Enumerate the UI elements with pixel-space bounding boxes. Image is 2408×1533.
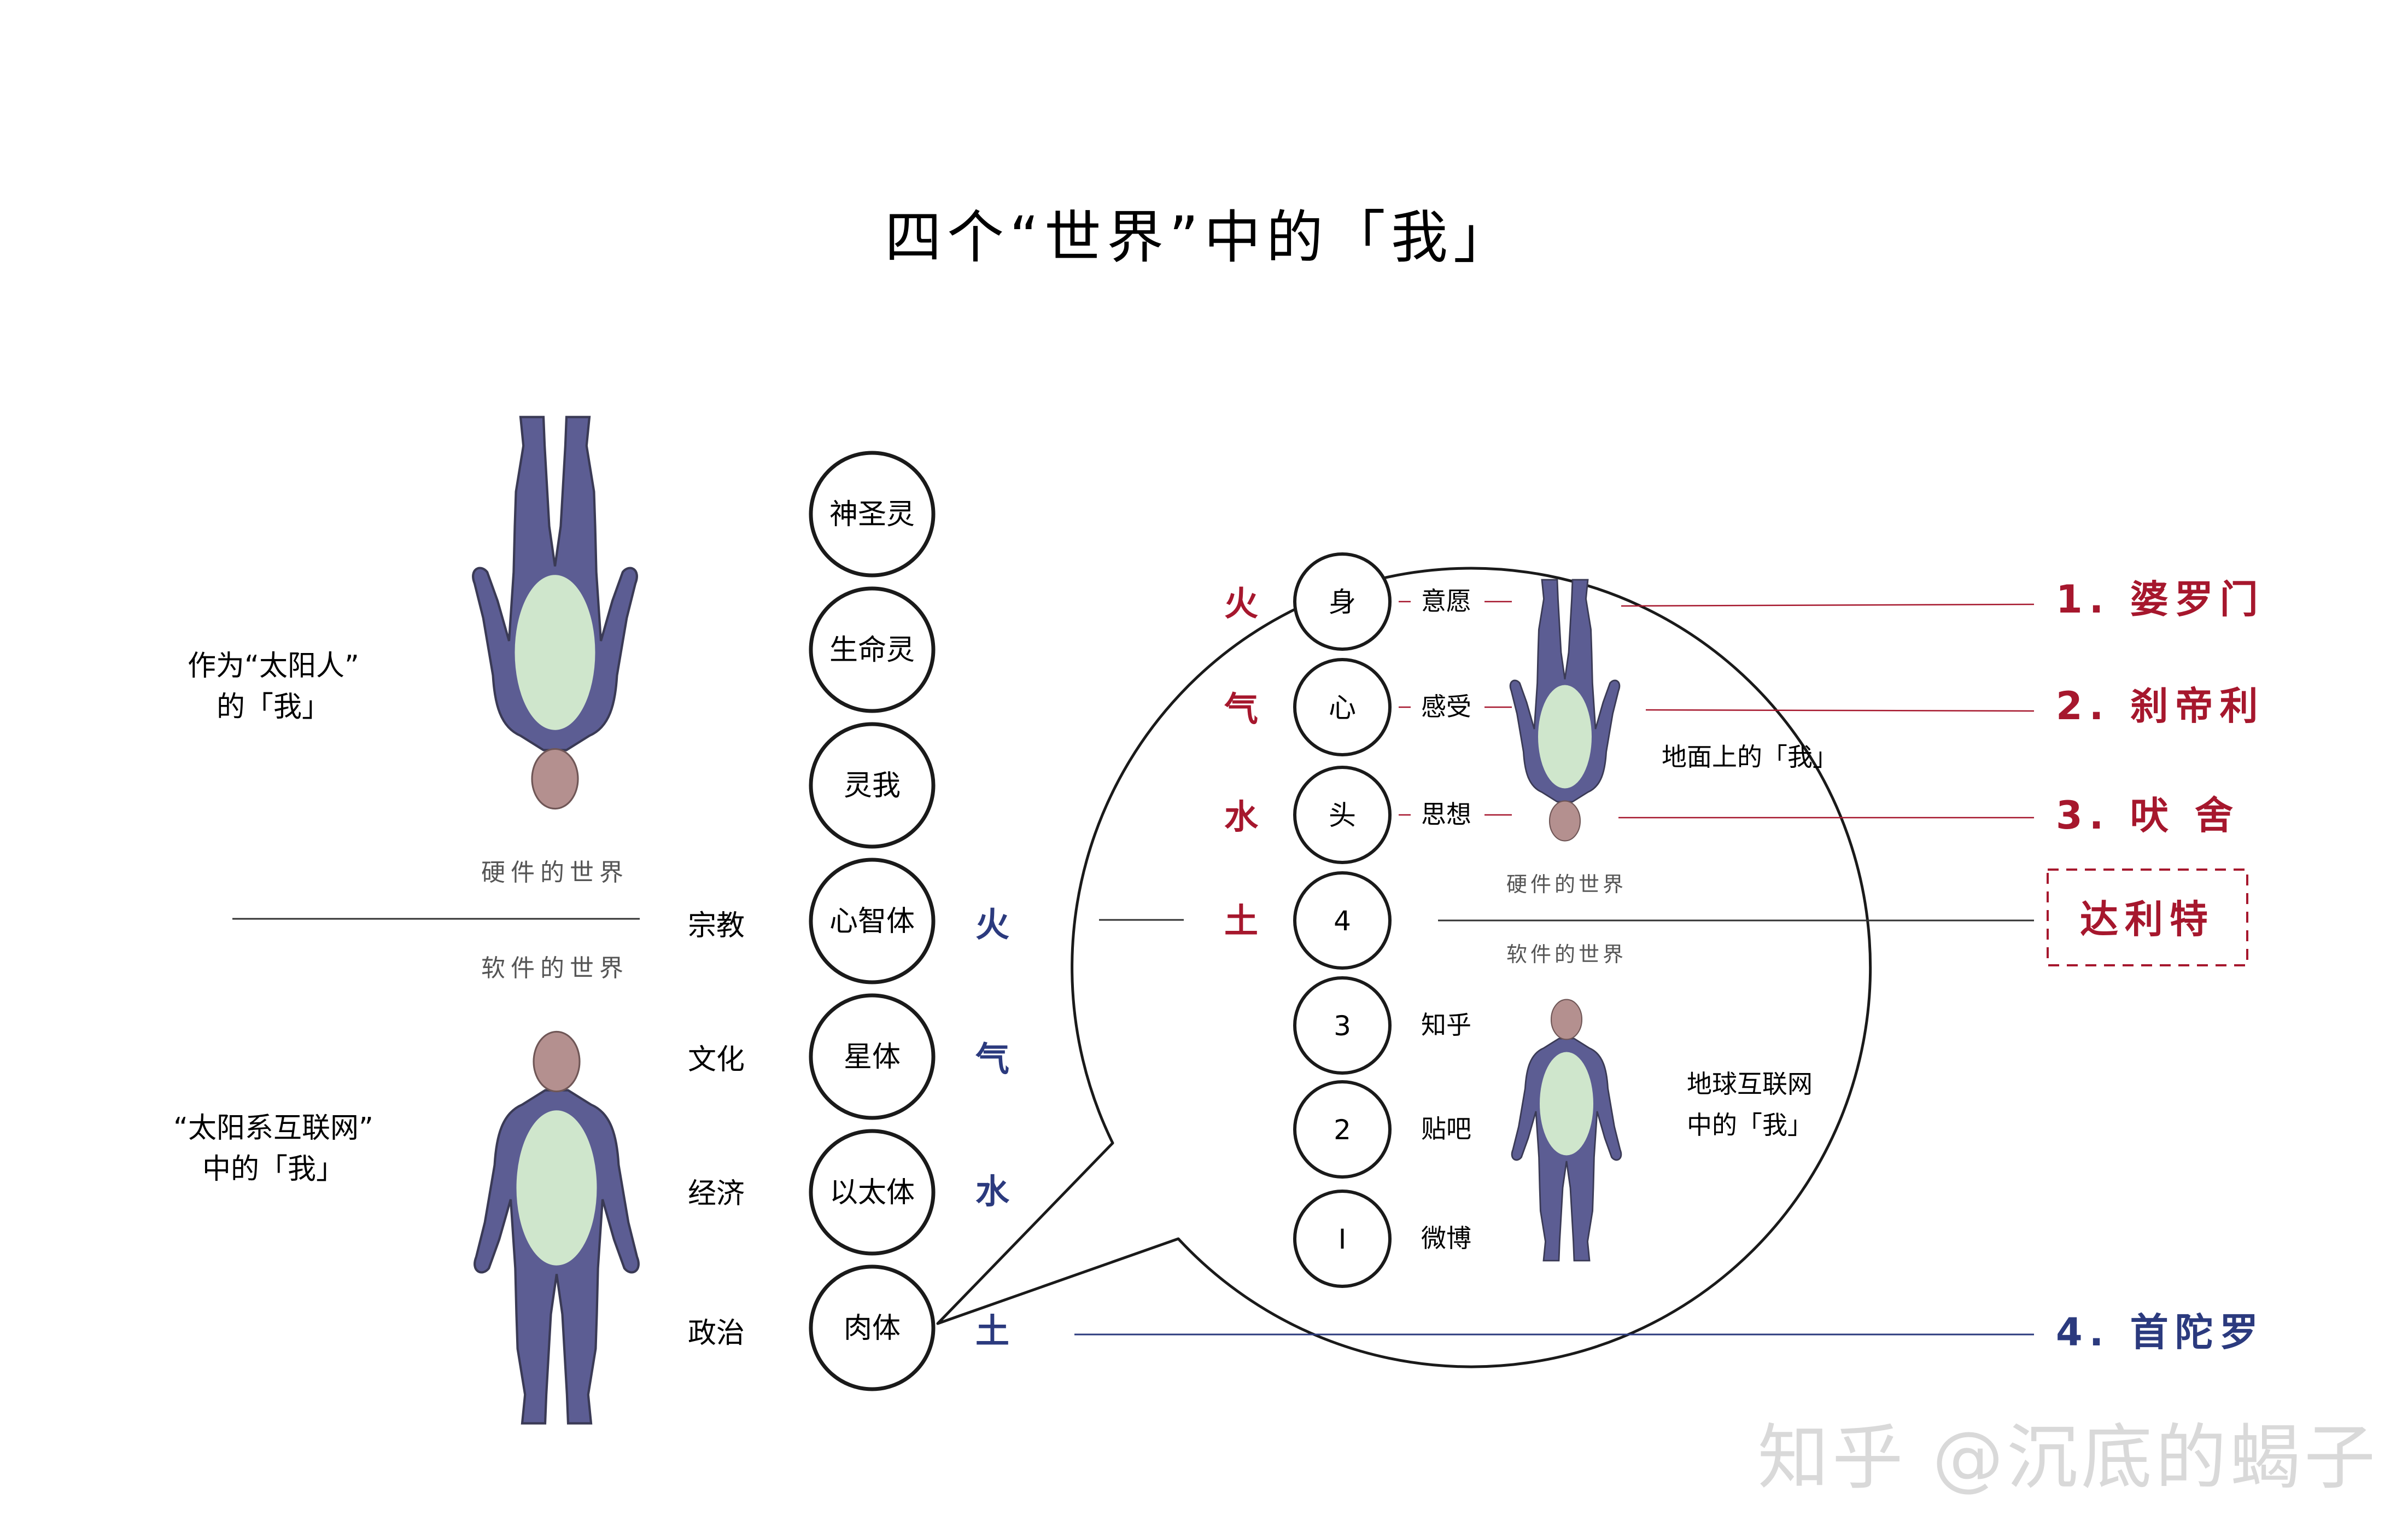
outer-element-water: 水 — [975, 1171, 1010, 1211]
watermark: 知乎 @沉底的蝎子 — [1758, 1416, 2378, 1499]
body-label-mind-body: 心智体 — [829, 905, 915, 938]
bubble-circle-3-label: 3 — [1334, 1010, 1351, 1042]
faculty-thinking: 思想 — [1421, 800, 1471, 829]
software-world-label: 软件的世界 — [481, 954, 629, 982]
bubble-circle-heart-label: 心 — [1329, 692, 1356, 724]
bubble-circle-body-label: 身 — [1329, 586, 1356, 618]
bubble-circle-2-label: 2 — [1334, 1114, 1351, 1146]
faculty-feeling: 感受 — [1421, 692, 1471, 721]
body-label-divine-spirit: 神圣灵 — [829, 498, 915, 531]
body-label-spirit-self: 灵我 — [844, 770, 901, 802]
body-circle-divine-spirit — [809, 451, 936, 578]
platform-zhihu: 知乎 — [1421, 1010, 1471, 1040]
domain-economy: 经济 — [688, 1178, 745, 1210]
platform-weibo: 微博 — [1421, 1223, 1471, 1253]
sun-person-label-line1: 作为“太阳人” — [188, 650, 359, 683]
solar-internet-person-label-line1: “太阳系互联网” — [173, 1112, 373, 1145]
platform-tieba: 贴吧 — [1421, 1114, 1471, 1144]
solar-internet-person-label-line2: 中的「我」 — [202, 1153, 344, 1186]
solar-internet-person-figure — [475, 1031, 639, 1423]
body-label-etheric-body: 以太体 — [829, 1176, 915, 1209]
body-label-astral-body: 星体 — [844, 1041, 901, 1074]
page-title: 四个“世界”中的「我」 — [885, 204, 1516, 271]
bubble-circle-heart — [1293, 658, 1392, 756]
caste-brahmin: 1. 婆罗门 — [2056, 577, 2265, 622]
outer-element-fire: 火 — [975, 905, 1009, 945]
zoom-bubble — [936, 567, 1872, 1368]
earth-internet-person-label-line1: 地球互联网 — [1687, 1069, 1813, 1099]
body-circle-mind-body — [809, 858, 936, 984]
bubble-circle-2 — [1293, 1080, 1392, 1179]
body-circle-life-spirit — [809, 586, 936, 713]
bubble-element-water: 水 — [1224, 797, 1259, 837]
body-circle-physical-body — [809, 1264, 936, 1391]
bubble-software-world-label: 软件的世界 — [1506, 942, 1627, 966]
body-circle-spirit-self — [809, 722, 936, 849]
body-label-life-spirit: 生命灵 — [829, 634, 915, 667]
bubble-circle-1-label: I — [1339, 1223, 1347, 1255]
bubble-element-air: 气 — [1224, 689, 1258, 729]
sun-person-figure — [473, 417, 637, 809]
domain-culture: 文化 — [688, 1044, 745, 1076]
caste-dalit: 达利特 — [2080, 897, 2214, 942]
caste-kshatriya: 2. 刹帝利 — [2056, 684, 2265, 728]
caste-vaishya: 3. 吠 舍 — [2056, 793, 2240, 838]
bubble-circle-4 — [1293, 871, 1392, 970]
earth-internet-person-label-line2: 中的「我」 — [1687, 1110, 1813, 1140]
outer-element-air: 气 — [975, 1039, 1009, 1079]
bubble-circle-head-label: 头 — [1329, 800, 1356, 831]
hardware-world-label: 硬件的世界 — [481, 859, 629, 887]
body-label-physical-body: 肉体 — [844, 1312, 901, 1345]
body-circle-etheric-body — [809, 1129, 936, 1256]
bubble-circle-1 — [1293, 1190, 1392, 1288]
bubble-element-fire: 火 — [1224, 584, 1258, 623]
body-circle-astral-body — [809, 993, 936, 1120]
dalit-dashed-box — [2047, 868, 2248, 966]
caste-shudra: 4. 首陀罗 — [2056, 1310, 2265, 1355]
domain-religion: 宗教 — [688, 910, 745, 942]
bubble-circle-4-label: 4 — [1334, 905, 1351, 937]
bubble-circle-body — [1293, 552, 1392, 651]
outer-element-earth: 土 — [975, 1311, 1009, 1351]
domain-politics: 政治 — [688, 1317, 745, 1350]
bubble-circle-head — [1293, 766, 1392, 864]
bubble-hardware-world-label: 硬件的世界 — [1506, 872, 1627, 896]
faculty-will: 意愿 — [1421, 586, 1471, 616]
sun-person-label-line2: 的「我」 — [217, 691, 330, 724]
bubble-circle-3 — [1293, 976, 1392, 1075]
bubble-element-earth: 土 — [1224, 901, 1258, 941]
ground-person-label: 地面上的「我」 — [1662, 742, 1838, 772]
